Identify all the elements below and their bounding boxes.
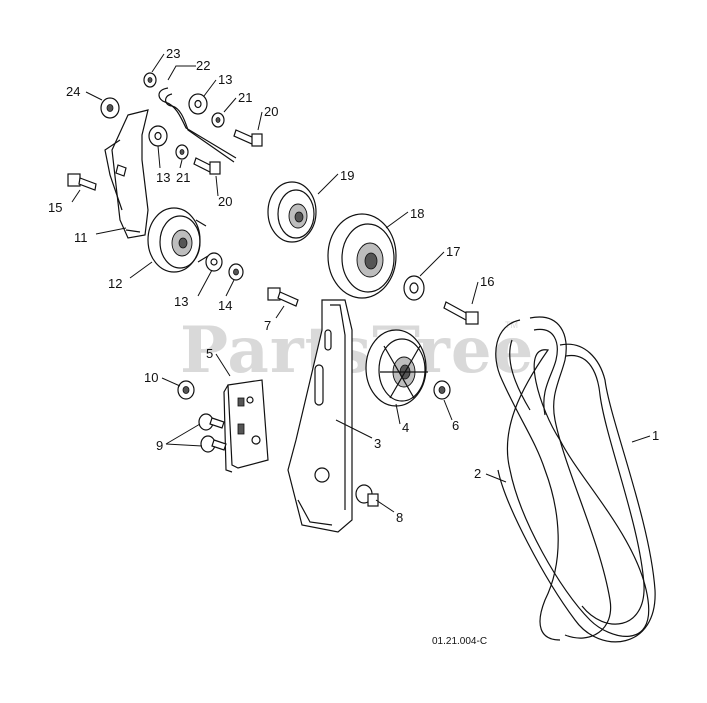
callout-13-mid: 13 — [156, 170, 170, 185]
nut-21-top — [211, 112, 225, 128]
callout-24: 24 — [66, 84, 80, 99]
callout-21-top: 21 — [238, 90, 252, 105]
bolt-15 — [67, 173, 97, 191]
pulley-4 — [365, 329, 428, 407]
callout-6: 6 — [452, 418, 459, 433]
bolt-16 — [443, 301, 479, 325]
callout-13-top: 13 — [218, 72, 232, 87]
idler-arm — [287, 299, 353, 533]
belt-2 — [495, 316, 612, 641]
washer-17 — [403, 275, 425, 301]
washer-13-low — [205, 252, 223, 272]
pulley-19 — [267, 181, 317, 243]
callout-labels: 23 22 13 24 21 20 13 21 20 15 11 12 13 1… — [48, 46, 659, 525]
callout-2: 2 — [474, 466, 481, 481]
callout-20-mid: 20 — [218, 194, 232, 209]
callout-14: 14 — [218, 298, 232, 313]
washer-13-top — [188, 93, 208, 115]
callout-21-mid: 21 — [176, 170, 190, 185]
mounting-arm — [104, 109, 149, 239]
watermark-trademark: TM — [505, 320, 518, 330]
bolt-20-mid — [193, 157, 221, 175]
callout-11: 11 — [74, 230, 88, 245]
callout-5: 5 — [206, 346, 213, 361]
nut-6 — [433, 380, 451, 400]
nut-10 — [177, 380, 195, 400]
pulley-12 — [147, 207, 209, 273]
leader-lines — [71, 53, 651, 513]
callout-16: 16 — [480, 274, 494, 289]
callout-18: 18 — [410, 206, 424, 221]
bolt-20-top — [233, 129, 263, 147]
callout-15: 15 — [48, 200, 62, 215]
callout-19: 19 — [340, 168, 354, 183]
bracket — [223, 379, 269, 473]
callout-7: 7 — [264, 318, 271, 333]
callout-22: 22 — [196, 58, 210, 73]
callout-8: 8 — [396, 510, 403, 525]
callout-23: 23 — [166, 46, 180, 61]
bolt-7 — [267, 287, 299, 307]
callout-10: 10 — [144, 370, 158, 385]
watermark: PartsTree — [180, 313, 534, 388]
drawing-number: 01.21.004-C — [432, 636, 487, 647]
nut-23 — [143, 72, 157, 88]
bolt-9-lower — [200, 435, 227, 453]
callout-13-low: 13 — [174, 294, 188, 309]
nut-24 — [100, 97, 120, 119]
callout-4: 4 — [402, 420, 409, 435]
bolt-9-upper — [198, 413, 225, 431]
callout-1: 1 — [652, 428, 659, 443]
washer-13-mid — [148, 125, 168, 147]
nut-14 — [228, 263, 244, 281]
nut-21-mid — [175, 144, 189, 160]
callout-9: 9 — [156, 438, 163, 453]
rod — [158, 87, 237, 163]
pulley-18 — [327, 213, 397, 299]
belt-1 — [497, 343, 656, 643]
callout-17: 17 — [446, 244, 460, 259]
bolt-8 — [355, 484, 379, 507]
callout-3: 3 — [374, 436, 381, 451]
callout-20-top: 20 — [264, 104, 278, 119]
callout-12: 12 — [108, 276, 122, 291]
